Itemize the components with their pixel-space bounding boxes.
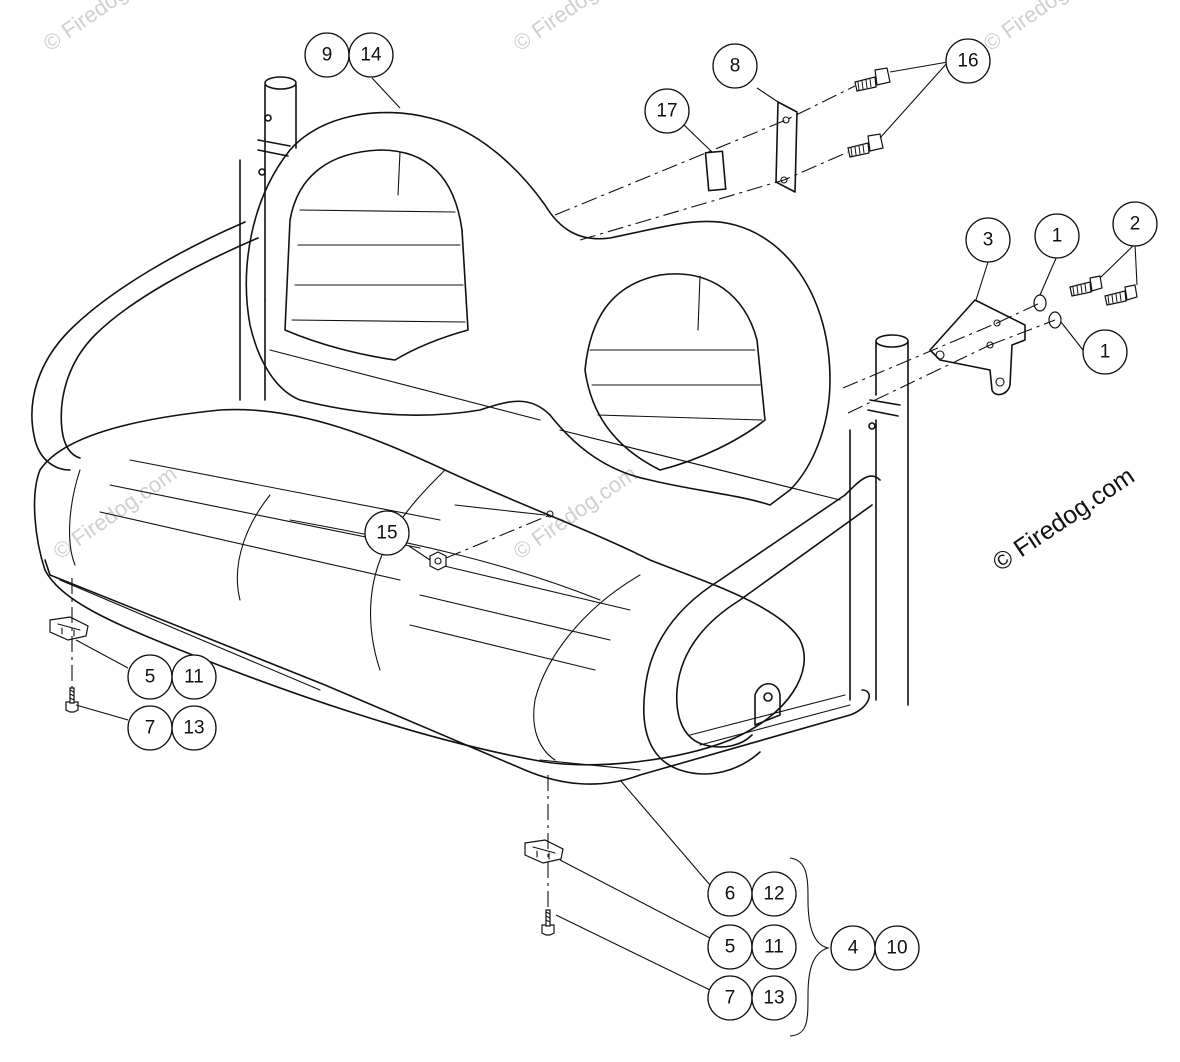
- label-17: [704, 150, 727, 192]
- nut-15: [429, 504, 554, 571]
- callout-9: 9: [304, 32, 350, 78]
- callout-3: 3: [965, 217, 1011, 263]
- watermark-faint-5: © Firedog.com: [509, 461, 642, 564]
- svg-text:17: 17: [656, 101, 677, 122]
- svg-text:9: 9: [322, 45, 333, 66]
- svg-text:11: 11: [184, 667, 204, 688]
- svg-text:10: 10: [886, 938, 907, 959]
- watermark-faint-3: © Firedog.com: [979, 0, 1112, 56]
- callout-4: 4: [830, 925, 876, 971]
- callout-8: 8: [712, 43, 758, 89]
- faint-watermarks: © Firedog.com © Firedog.com © Firedog.co…: [39, 0, 1112, 564]
- svg-text:6: 6: [725, 884, 736, 905]
- svg-text:7: 7: [725, 988, 736, 1009]
- svg-text:1: 1: [1052, 226, 1063, 247]
- callout-10: 10: [874, 925, 920, 971]
- callout-7-right: 7: [707, 975, 753, 1021]
- callout-1-lower: 1: [1082, 329, 1128, 375]
- bolt-2-lower: [1104, 284, 1138, 306]
- callout-5-left: 5: [127, 654, 173, 700]
- svg-text:11: 11: [764, 937, 784, 958]
- svg-text:13: 13: [763, 988, 784, 1009]
- svg-text:3: 3: [983, 230, 994, 251]
- svg-text:4: 4: [848, 938, 859, 959]
- svg-text:1: 1: [1100, 342, 1111, 363]
- callout-1-upper: 1: [1034, 213, 1080, 259]
- callout-13-left: 13: [171, 705, 217, 751]
- callout-11-left: 11: [171, 654, 217, 700]
- watermark-faint-1: © Firedog.com: [39, 0, 172, 56]
- bolt-16-lower: [847, 133, 884, 158]
- seat-cushion-assembly: [33, 408, 870, 785]
- callout-12: 12: [751, 871, 797, 917]
- bolt-2-upper: [1069, 275, 1103, 297]
- seat-bracket-assembly: [842, 275, 1138, 414]
- svg-text:13: 13: [183, 718, 204, 739]
- callout-17: 17: [644, 88, 690, 134]
- svg-text:8: 8: [730, 56, 741, 77]
- svg-text:2: 2: [1130, 214, 1141, 235]
- callout-6: 6: [707, 871, 753, 917]
- watermark-faint-4: © Firedog.com: [49, 461, 182, 564]
- seat-frame: [31, 76, 909, 775]
- callout-16: 16: [945, 38, 991, 84]
- svg-text:16: 16: [957, 51, 978, 72]
- svg-text:14: 14: [360, 45, 382, 66]
- washer-1-upper: [1033, 294, 1047, 312]
- callout-balloons: 9 14 8 16 17 3 1 2 1 15 5 11 7 13 6 12 5…: [127, 32, 1158, 1021]
- backrest-mount-hardware: [554, 67, 891, 241]
- callout-5-right: 5: [707, 924, 753, 970]
- watermark-faint-2: © Firedog.com: [509, 0, 642, 56]
- svg-text:7: 7: [145, 718, 156, 739]
- svg-text:5: 5: [725, 937, 736, 958]
- callout-7-left: 7: [127, 705, 173, 751]
- hinge-clip-right: [524, 775, 564, 936]
- hinge-clip-left: [49, 578, 89, 713]
- svg-text:12: 12: [763, 884, 784, 905]
- callout-15: 15: [364, 510, 410, 556]
- backrest-assembly: [245, 111, 831, 506]
- svg-text:5: 5: [145, 667, 156, 688]
- screw-left: [65, 687, 79, 713]
- callout-13-right: 13: [751, 975, 797, 1021]
- bolt-16-upper: [854, 67, 891, 92]
- screw-right: [541, 909, 555, 936]
- callout-2: 2: [1112, 201, 1158, 247]
- leader-lines: [75, 61, 1138, 1037]
- callout-11-right: 11: [751, 924, 797, 970]
- callout-14: 14: [348, 32, 394, 78]
- watermark-main: © Firedog.com: [988, 462, 1140, 577]
- svg-text:15: 15: [376, 523, 397, 544]
